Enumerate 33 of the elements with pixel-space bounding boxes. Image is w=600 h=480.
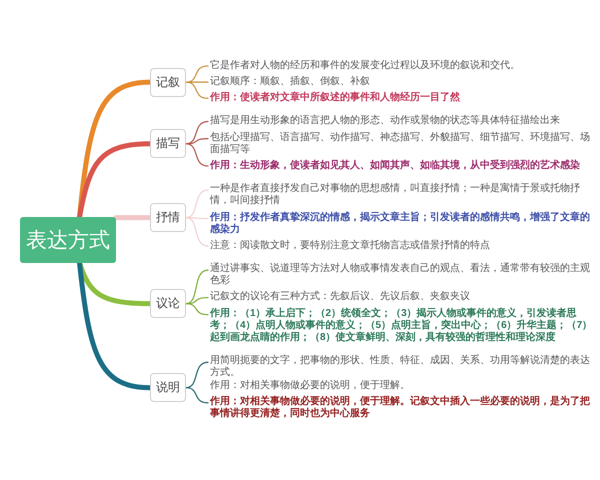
branch-text: 作用：生动形象，使读者如见其人、如闻其声、如临其境，从中受到强烈的艺术感染 <box>210 160 594 172</box>
branch-text: 注意：阅读散文时，要特别注意文章托物言志或借景抒情的特点 <box>210 240 594 252</box>
connector <box>114 215 152 220</box>
branch-text: 一种是作者直接抒发自己对事物的思想感情，叫直接抒情；一种是寓情于景或托物抒情，叫间接抒情 <box>210 183 594 208</box>
connector <box>77 260 152 390</box>
topic-box: 描写 <box>150 129 186 158</box>
branch-text: 记叙顺序：顺叙、插叙、倒叙、补叙 <box>210 76 594 88</box>
branch-text: 作用：对相关事物做必要的说明，便于理解。记叙文中插入一些必要的说明，是为了把事情讲得更清楚，同时也为中心服务 <box>210 396 594 420</box>
connector <box>185 387 209 404</box>
connector <box>77 141 152 220</box>
connector <box>185 138 209 144</box>
branch-text: 通过讲事实、说道理等方法对人物或事情发表自己的观点、看法，通常带有较强的主观色彩 <box>210 263 594 288</box>
connector <box>185 303 209 316</box>
connector <box>185 143 209 167</box>
branch-text: 作用：对相关事物做必要的说明，便于理解。 <box>210 380 411 392</box>
topic-box: 说明 <box>150 373 186 402</box>
branch-text: 作用：使读者对文章中所叙述的事件和人物经历一目了然 <box>210 92 594 104</box>
branch-text: 作用：（1）承上启下；（2）统领全文；（3）揭示人物或事件的意义，引发读者思考；（4）点明人物或事件的意义；（5）点明主旨，突出中心；（6）升华主题；（7）起到画龙点睛的作用；（8）使文章鲜明、深刻，具有较强的哲理性和理论深度 <box>210 308 594 344</box>
topic-box: 抒情 <box>150 203 186 232</box>
connector <box>185 217 209 247</box>
branch-text: 包括心理描写、语言描写、动作描写、神态描写、外貌描写、细节描写、环境描写、场面描写等 <box>210 132 594 156</box>
connector <box>185 270 209 304</box>
branch-text: 记叙文的议论有三种方式：先叙后议、先议后叙、夹叙夹议 <box>210 291 594 304</box>
topic-box: 记叙 <box>150 68 186 97</box>
branch-text: 作用：抒发作者真挚深沉的情感，揭示文章主旨；引发读者的感情共鸣，增强了文章的感染力 <box>210 212 594 236</box>
connector <box>185 82 209 99</box>
connector <box>185 190 209 218</box>
branch-text: 它是作者对人物的经历和事件的发展变化过程以及环境的叙说和交代。 <box>210 60 594 72</box>
topic-box: 议论 <box>150 289 186 318</box>
branch-text: 用简明扼要的文字，把事物的形状、性质、特征、成因、关系、功用等解说清楚的表达方式。 <box>210 355 591 380</box>
branch-text: 描写是用生动形象的语言把人物的形态、动作或景物的状态等具体特征描绘出来 <box>210 115 594 128</box>
connector <box>185 217 209 220</box>
central-topic-box: 表达方式 <box>20 217 116 263</box>
